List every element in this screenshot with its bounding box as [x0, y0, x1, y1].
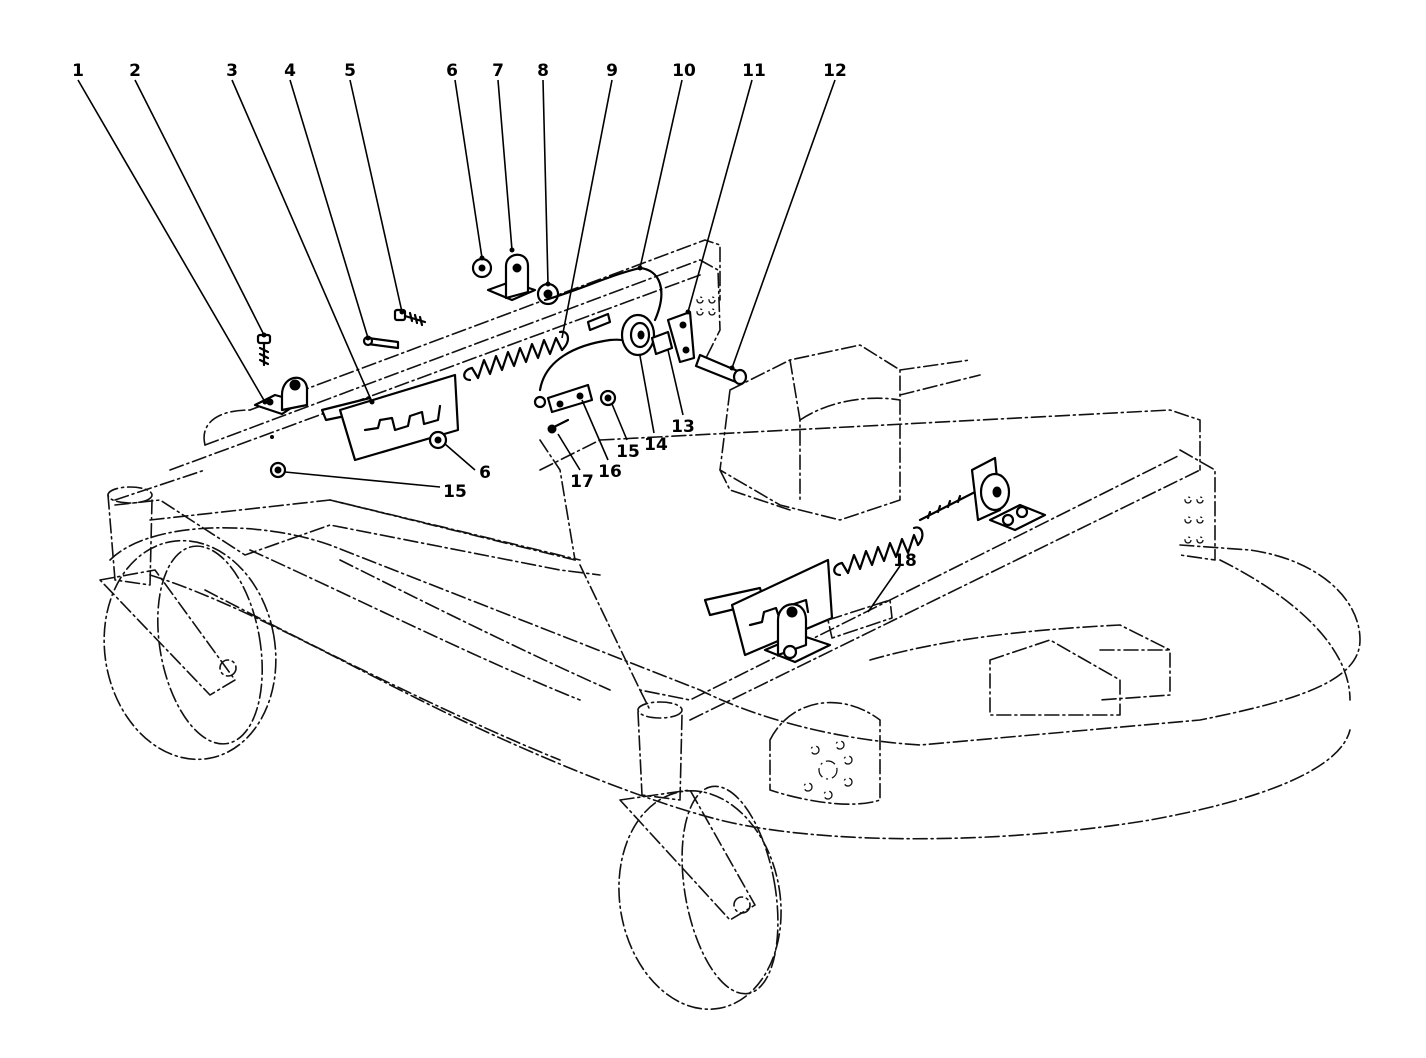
callout-18: 18 — [893, 551, 917, 571]
rear-cable-anchor — [533, 383, 617, 434]
rear-lift-lever-plate — [320, 308, 460, 462]
callout-14: 14 — [644, 435, 668, 455]
frame-outline — [114, 239, 1216, 721]
callout-6-top: 6 — [446, 61, 458, 81]
callout-7: 7 — [492, 61, 504, 81]
callout-12: 12 — [823, 61, 847, 81]
callout-4: 4 — [284, 61, 296, 81]
decal — [827, 599, 893, 639]
callout-11: 11 — [742, 61, 766, 81]
callout-dots — [261, 247, 735, 405]
callout-15-lower: 15 — [443, 482, 467, 502]
callout-3: 3 — [226, 61, 238, 81]
callout-leaders — [77, 79, 901, 613]
end-plate-holes — [696, 296, 1204, 544]
gearbox-housing — [719, 344, 981, 521]
spindle-housing — [769, 701, 881, 805]
rear-extension-spring — [463, 330, 569, 382]
callout-17: 17 — [570, 472, 594, 492]
callout-15-upper: 15 — [616, 442, 640, 462]
front-lift-assembly — [703, 456, 1047, 664]
deck-outline — [109, 526, 1361, 840]
callout-16: 16 — [598, 462, 622, 482]
callout-10: 10 — [672, 61, 696, 81]
callout-2: 2 — [129, 61, 141, 81]
callout-labels: 1 2 3 4 5 6 7 8 9 10 11 12 13 14 15 16 1… — [72, 61, 917, 571]
callout-8: 8 — [537, 61, 549, 81]
rear-left-bracket — [253, 333, 309, 479]
callout-5: 5 — [344, 61, 356, 81]
callout-1: 1 — [72, 61, 84, 81]
left-caster-wheel — [99, 486, 277, 761]
right-caster-wheel — [618, 701, 782, 1011]
callout-6-lower: 6 — [479, 463, 491, 483]
rear-cable-and-pulley — [538, 266, 748, 392]
callout-13: 13 — [671, 417, 695, 437]
callout-9: 9 — [606, 61, 618, 81]
